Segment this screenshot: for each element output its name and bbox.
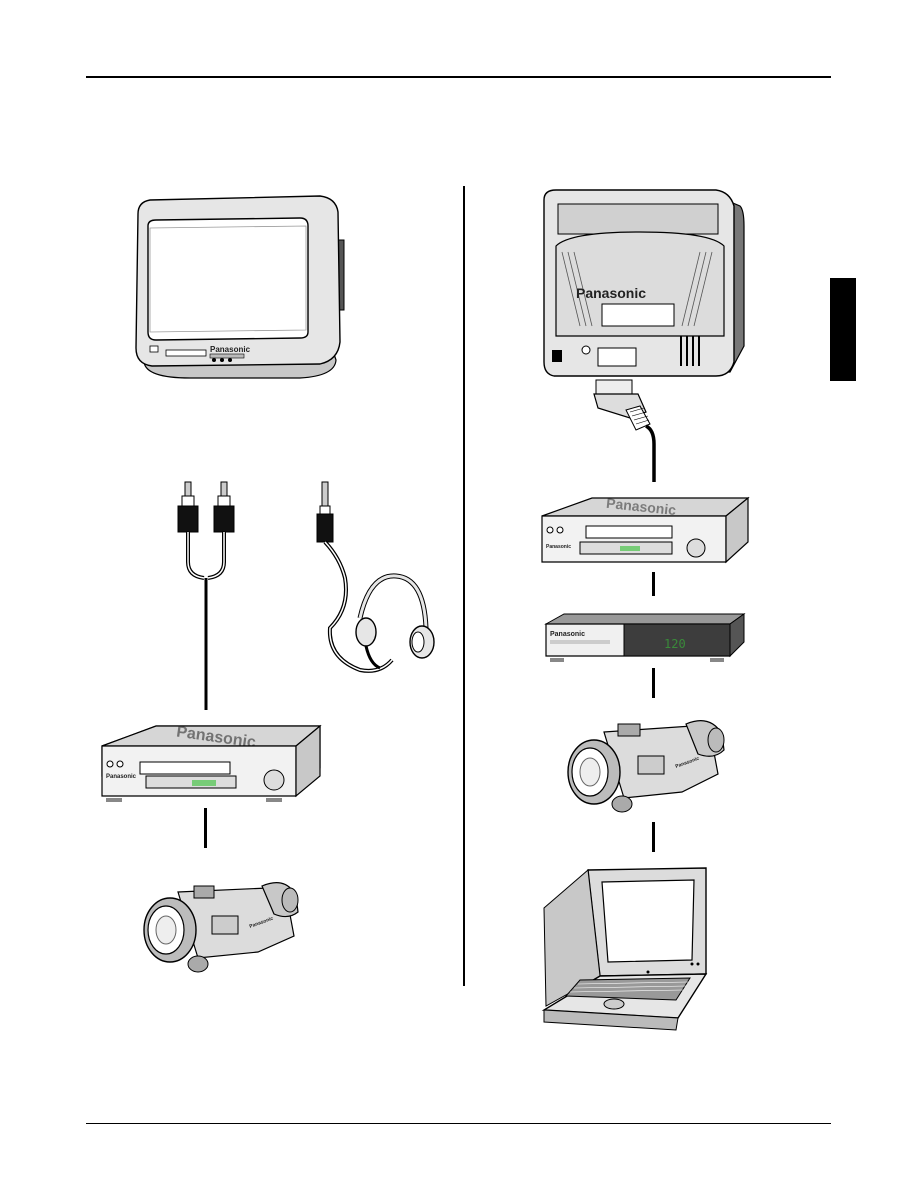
connection-line-tuner-camcorder: [652, 668, 655, 698]
header-rule: [86, 76, 831, 78]
vcr-right-top-brand: Panasonic: [605, 495, 677, 518]
camcorder-icon-right: Panasonic: [567, 720, 725, 813]
connection-line-vcr-camcorder: [204, 808, 207, 848]
connection-line-camcorder-laptop: [652, 822, 655, 852]
vcr-right-front-brand: Panasonic: [546, 544, 571, 550]
vcr-front-brand: Panasonic: [106, 774, 137, 780]
television-front-icon: Panasonic: [135, 195, 345, 379]
satellite-receiver-icon: Panasonic 120: [544, 613, 746, 662]
footer-rule: [86, 1123, 831, 1124]
video-recorder-icon-right: Panasonic Panasonic: [541, 495, 750, 564]
tv-rear-brand: Panasonic: [576, 285, 646, 301]
tuner-display: 120: [664, 637, 686, 651]
tuner-brand: Panasonic: [550, 631, 585, 638]
rca-audio-plugs-icon: [177, 481, 235, 710]
headphones-icon: [316, 481, 435, 673]
video-recorder-icon: Panasonic Panasonic: [101, 724, 322, 802]
connection-line-vcr-tuner: [652, 572, 655, 596]
tv-brand-label: Panasonic: [210, 345, 251, 354]
camcorder-icon: Panasonic: [143, 882, 299, 973]
laptop-computer-icon: [541, 867, 708, 1031]
television-rear-icon: Panasonic: [543, 189, 745, 377]
column-divider: [463, 186, 465, 986]
scart-cable-icon: [593, 379, 656, 482]
section-tab-marker: [830, 278, 856, 381]
